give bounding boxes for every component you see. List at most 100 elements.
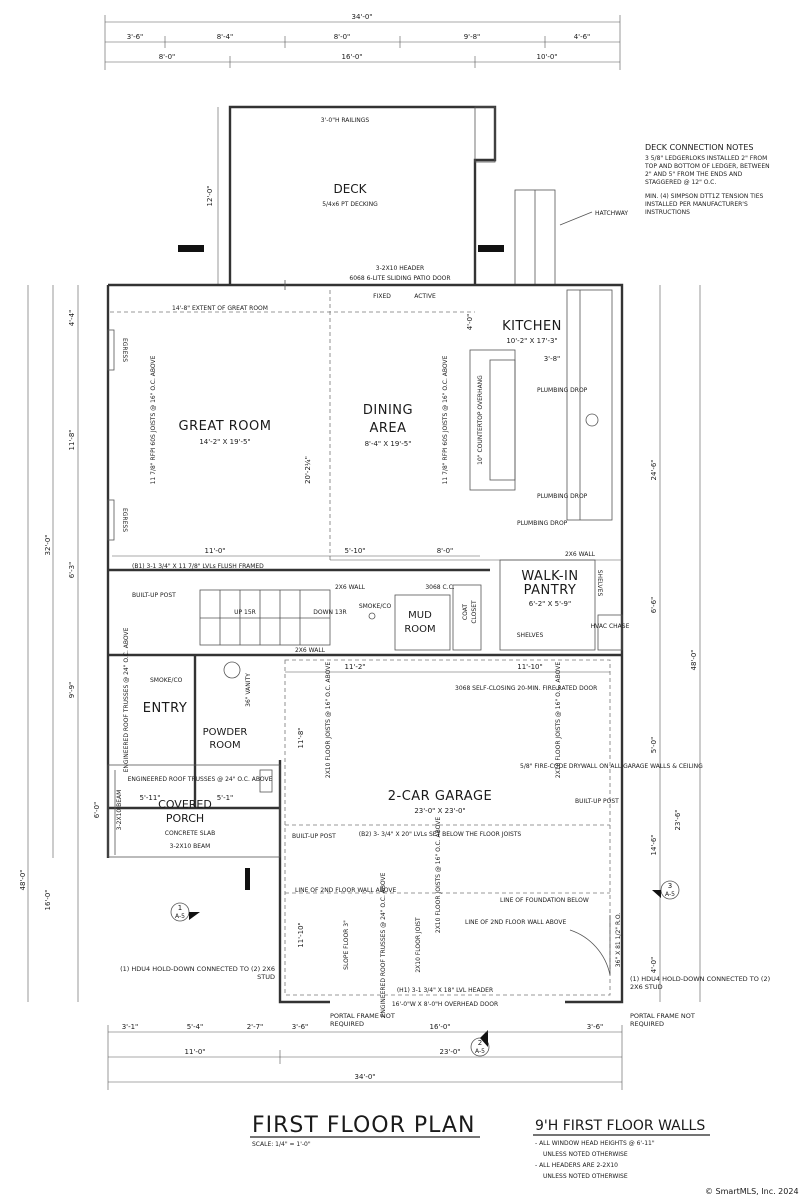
- great-room-area: EGRESS EGRESS GREAT ROOM 14'-2" X 19'-5"…: [107, 290, 449, 560]
- kitchen-area: KITCHEN 10'-2" X 17'-3" 3'-8" 4'-0" 10" …: [330, 289, 622, 561]
- kitchen-label: KITCHEN: [502, 319, 562, 334]
- great-room-size: 14'-2" X 19'-5": [199, 438, 250, 446]
- stair-mud-pantry: UP 15R DOWN 13R 2X6 WALL 3068 C.C. 2X6 W…: [108, 551, 630, 657]
- great-room-label: GREAT ROOM: [179, 419, 272, 434]
- deck-label: DECK: [333, 182, 367, 196]
- dim-11-8: 11'-8": [297, 727, 305, 748]
- bottom-dim-1: 3'-1": [122, 1023, 139, 1031]
- hold-down-left: (1) HDU4 HOLD-DOWN CONNECTED TO (2) 2X6 …: [120, 965, 275, 981]
- left-dim-2: 11'-8": [68, 429, 76, 450]
- deck: 12'-0" 3'-0"H RAILINGS DECK 5/4x6 PT DEC…: [178, 105, 628, 286]
- section-mark-3: 3 A-5: [652, 880, 680, 900]
- floor-joists-3: 2X10 FLOOR JOISTS @ 16" O.C. ABOVE: [435, 817, 442, 933]
- egress-label-2: EGRESS: [121, 508, 128, 532]
- watermark: © SmartMLS, Inc. 2024: [705, 1187, 799, 1196]
- porch-label-1: COVERED: [158, 798, 212, 811]
- coat-label-2: CLOSET: [471, 600, 478, 624]
- right-dim-1: 24'-6": [650, 459, 658, 480]
- eng-roof-label-2: ENGINEERED ROOF TRUSSES @ 24" O.C. ABOVE: [128, 776, 273, 783]
- portal-left: PORTAL FRAME NOT REQUIRED: [330, 1012, 395, 1028]
- deck-note-2: MIN. (4) SIMPSON DTT1Z TENSION TIES INST…: [645, 193, 764, 216]
- right-overall-dim: 48'-0": [690, 649, 698, 670]
- bottom-dim-8: 23'-0": [439, 1048, 460, 1056]
- garage-dim-11-10: 11'-10": [517, 663, 542, 671]
- bottom-dimensions: 3'-1" 5'-4" 2'-7" 3'-6" 16'-0" 3'-6" 11'…: [107, 1023, 623, 1090]
- section-mark-2: 2 A-5: [470, 1030, 490, 1057]
- overhead-door-label: 16'-0"W X 8'-0"H OVERHEAD DOOR: [392, 1001, 498, 1008]
- active-label: ACTIVE: [414, 293, 436, 300]
- title-block: FIRST FLOOR PLAN SCALE: 1/4" = 1'-0" 9'H…: [250, 1113, 799, 1196]
- left-dim-1: 4'-4": [68, 310, 76, 327]
- middle-dims: 11'-0" 5'-10" 8'-0" (B1) 3-1 3/4" X 11 7…: [108, 547, 490, 572]
- toilet-icon: [223, 661, 241, 679]
- left-dim-3: 6'-3": [68, 562, 76, 579]
- wall-2x6-b: 2X6 WALL: [565, 551, 596, 558]
- svg-text:2: 2: [478, 1039, 482, 1047]
- line-foundation-label: LINE OF FOUNDATION BELOW: [500, 897, 589, 904]
- garage-area: 11'-2" 11'-10" 11'-8" 3068 SELF-CLOSING …: [245, 659, 703, 1017]
- svg-text:A-5: A-5: [475, 1048, 485, 1055]
- builtup-post-2: BUILT-UP POST: [575, 798, 619, 805]
- sink-icon: [585, 413, 599, 427]
- left-dimensions: 48'-0" 32'-0" 4'-4" 11'-8" 6'-3" 9'-9" 6…: [19, 285, 101, 1002]
- mud-label-2: ROOM: [404, 624, 435, 635]
- vanity-label: 36" VANITY: [245, 673, 252, 707]
- deck-depth-dim: 12'-0": [206, 185, 214, 206]
- mud-label-1: MUD: [408, 610, 432, 621]
- plumbing-drop-3: PLUMBING DROP: [517, 520, 568, 527]
- floor-joists-1: 2X10 FLOOR JOISTS @ 16" O.C. ABOVE: [325, 662, 332, 778]
- garage-size: 23'-0" X 23'-0": [414, 807, 465, 815]
- structural-notes-bottom: (1) HDU4 HOLD-DOWN CONNECTED TO (2) 2X6 …: [120, 965, 770, 1028]
- top-dim-3: 8'-0": [334, 33, 351, 41]
- bottom-dim-6: 3'-6": [587, 1023, 604, 1031]
- wall-2x6-a: 2X6 WALL: [335, 584, 366, 591]
- pantry-label-1: WALK-IN: [521, 569, 578, 584]
- fire-door-label: 3068 SELF-CLOSING 20-MIN. FIRE RATED DOO…: [455, 685, 597, 692]
- pantry-label-2: PANTRY: [524, 583, 577, 598]
- top-dim-1: 3'-6": [127, 33, 144, 41]
- dim-5-1: 5'-1": [217, 794, 234, 802]
- shelves-label-1: SHELVES: [596, 570, 603, 597]
- deck-note-1: 3 5/8" LEDGERLOKS INSTALLED 2" FROM TOP …: [645, 155, 770, 186]
- top-dimensions: 34'-0" 3'-6" 8'-4" 8'-0" 9'-8" 4'-6" 8'-…: [104, 13, 621, 70]
- lvl-below-label: (B2) 3- 3/4" X 20" LVLs SET BELOW THE FL…: [359, 831, 522, 838]
- floor-joists-2: 2X10 FLOOR JOISTS @ 16" O.C. ABOVE: [555, 662, 562, 778]
- powder-label-2: ROOM: [209, 740, 240, 751]
- walls-note-2b: UNLESS NOTED OTHERWISE: [543, 1173, 628, 1180]
- left-dim-6: 16'-0": [44, 889, 52, 910]
- section-mark-1: 1 A-5: [170, 902, 200, 922]
- bottom-dim-3: 2'-7": [247, 1023, 264, 1031]
- right-dim-2: 6'-6": [650, 597, 658, 614]
- porch-label-2: PORCH: [166, 812, 204, 825]
- kitchen-dim-38: 3'-8": [544, 355, 561, 363]
- walls-note-2: - ALL HEADERS ARE 2-2X10: [535, 1162, 618, 1169]
- right-dim-3: 5'-0": [650, 737, 658, 754]
- plumbing-drop-2: PLUMBING DROP: [537, 493, 588, 500]
- svg-text:1: 1: [178, 904, 182, 912]
- builtup-post-3: BUILT-UP POST: [292, 833, 336, 840]
- slope-floor-label: SLOPE FLOOR 3": [343, 920, 350, 970]
- deck-dim-1: 8'-0": [159, 53, 176, 61]
- bottom-dim-2: 5'-4": [187, 1023, 204, 1031]
- porch-beam-1: 3-2X10 BEAM: [170, 843, 211, 850]
- porch-slab-note: CONCRETE SLAB: [165, 830, 215, 837]
- garage-wall-mark: [245, 868, 250, 890]
- builtup-post-1: BUILT-UP POST: [132, 592, 176, 599]
- stair-up-label: UP 15R: [234, 609, 256, 616]
- entry-label: ENTRY: [143, 701, 188, 716]
- eng-roof-label-1: ENGINEERED ROOF TRUSSES @ 24" O.C. ABOVE: [123, 627, 130, 772]
- line-2nd-above-1: LINE OF 2ND FLOOR WALL ABOVE: [295, 887, 396, 894]
- deck-connection-notes: DECK CONNECTION NOTES 3 5/8" LEDGERLOKS …: [645, 143, 770, 216]
- header-h1-label: (H1) 3-1 3/4" X 18" LVL HEADER: [397, 987, 493, 994]
- left-overall-dim: 48'-0": [19, 869, 27, 890]
- porch-beam-2: 3-2X10 BEAM: [116, 790, 123, 831]
- deck-notes-title: DECK CONNECTION NOTES: [645, 143, 753, 152]
- plumbing-drop-1: PLUMBING DROP: [537, 387, 588, 394]
- dim-20-2: 20'-2¼": [304, 456, 312, 484]
- deck-dim-3: 10'-0": [536, 53, 557, 61]
- left-dim-5: 6'-0": [93, 802, 101, 819]
- beam-b1-label: (B1) 3-1 3/4" X 11 7/8" LVLs FLUSH FRAME…: [132, 563, 264, 570]
- walls-note-1: - ALL WINDOW HEAD HEIGHTS @ 6'-11": [535, 1140, 655, 1147]
- bottom-dim-4: 3'-6": [292, 1023, 309, 1031]
- shelves-label-2: SHELVES: [517, 632, 544, 639]
